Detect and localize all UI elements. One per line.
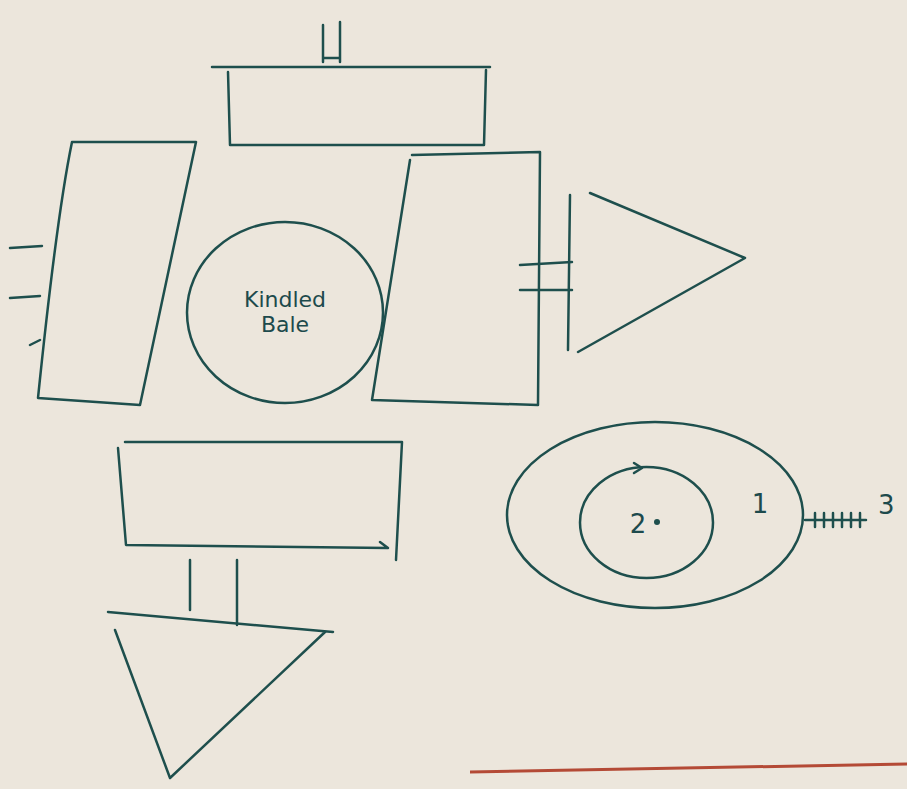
node-text: Kindled Bale: [225, 287, 345, 338]
callout-number: 3: [878, 490, 895, 520]
right-block: [372, 152, 540, 405]
ellipse-node: 2: [578, 465, 715, 580]
ellipse-node: 12: [505, 420, 805, 610]
center-dot: [654, 519, 660, 525]
node-text: 1: [752, 490, 769, 520]
bottom-block: [118, 442, 402, 560]
margin-line: [470, 764, 907, 772]
bottom-coupling: [190, 560, 237, 625]
node-text: 2: [630, 510, 647, 540]
hatched-line: [805, 513, 866, 527]
ellipse-line: [187, 222, 383, 403]
top-block: [212, 67, 490, 145]
left-stubs: [10, 246, 42, 345]
left-block: [38, 142, 196, 405]
ellipse-line: [580, 467, 713, 578]
ellipse-node: Kindled Bale: [185, 220, 385, 405]
top-stem: [323, 22, 340, 62]
bottom-triangle: [108, 612, 333, 778]
right-triangle: [568, 193, 745, 352]
ellipse-line: [507, 422, 803, 608]
right-coupling: [520, 262, 572, 290]
ellipse-outline: [578, 465, 715, 580]
